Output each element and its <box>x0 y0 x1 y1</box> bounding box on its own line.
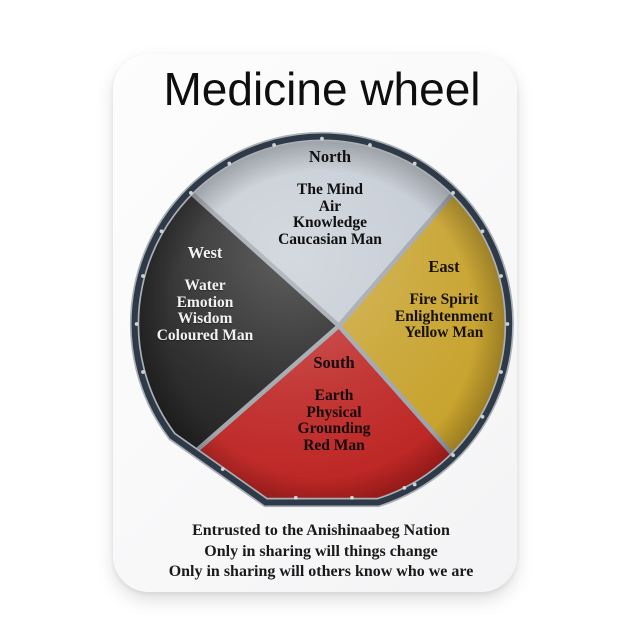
quadrant-line: Caucasian Man <box>278 230 382 248</box>
quadrant-label-north: North <box>308 147 352 166</box>
caption-line: Only in sharing will others know who we … <box>168 563 474 580</box>
quadrant-east: East Fire Spirit Enlightenment Yellow Ma… <box>395 256 493 342</box>
quadrant-line: Coloured Man <box>156 326 254 344</box>
quadrant-line: Knowledge <box>292 214 368 231</box>
quadrant-line: Fire Spirit <box>409 291 479 308</box>
quadrant-label-east: East <box>428 257 460 276</box>
quadrant-south: South Earth Physical Grounding Red Man <box>298 352 371 454</box>
quadrant-line: Yellow Man <box>404 324 484 341</box>
quadrant-line: Enlightenment <box>394 307 494 325</box>
quadrant-line: Emotion <box>176 293 234 311</box>
wheel-vignette <box>134 136 510 503</box>
quadrant-label-west: West <box>187 243 223 262</box>
caption: Entrusted to the Anishinaabeg Nation Onl… <box>169 521 474 583</box>
quadrant-west: West Water Emotion Wisdom Coloured Man <box>157 242 254 344</box>
quadrant-line: Air <box>318 197 342 215</box>
caption-line: Entrusted to the Anishinaabeg Nation <box>192 522 450 539</box>
medicine-wheel-figure <box>129 131 514 508</box>
quadrant-line: Physical <box>306 403 362 421</box>
quadrant-north: North The Mind Air Knowledge Caucasian M… <box>278 146 382 248</box>
quadrant-line: Grounding <box>297 420 371 437</box>
quadrant-label-south: South <box>313 353 355 372</box>
quadrant-line: The Mind <box>297 181 363 198</box>
page-title: Medicine wheel <box>163 63 481 115</box>
wheel-rim <box>131 133 513 506</box>
quadrant-line: Red Man <box>303 436 365 454</box>
caption-line: Only in sharing will things change <box>204 542 438 560</box>
quadrant-line: Wisdom <box>177 310 233 327</box>
rim-rivets <box>134 136 510 500</box>
quadrant-line: Water <box>184 277 226 294</box>
quadrant-line: Earth <box>314 387 354 404</box>
